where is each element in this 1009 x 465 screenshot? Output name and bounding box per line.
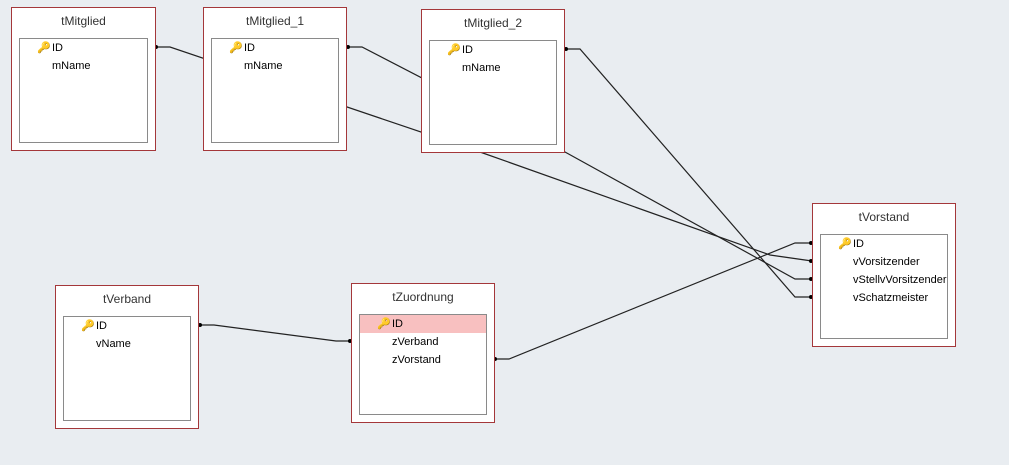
field-id[interactable]: 🔑ID [821,235,947,253]
field-label: ID [853,238,864,250]
field-id[interactable]: 🔑ID [360,315,486,333]
field-label: vVorsitzender [853,256,920,268]
field-zvorstand[interactable]: zVorstand [360,351,486,369]
field-label: vSchatzmeister [853,292,929,304]
field-label: zVerband [392,336,439,348]
field-vname[interactable]: vName [64,335,190,353]
table-tmitglied_1[interactable]: tMitglied_1 🔑ID mName [203,7,347,151]
relation-tmitglied1-stellv[interactable] [347,46,812,280]
field-list[interactable]: 🔑ID zVerband zVorstand [359,314,487,415]
field-mname[interactable]: mName [430,59,556,77]
field-vstellvvorsitzender[interactable]: vStellvVorsitzender [821,271,947,289]
table-tmitglied_2[interactable]: tMitglied_2 🔑ID mName [421,9,565,153]
field-id[interactable]: 🔑ID [64,317,190,335]
field-label: ID [392,318,403,330]
table-tmitglied[interactable]: tMitglied 🔑ID mName [11,7,156,151]
relation-zvorstand-tvorstand[interactable] [494,242,812,360]
field-list[interactable]: 🔑ID vVorsitzender vStellvVorsitzender vScha… [820,234,948,339]
field-label: ID [462,44,473,56]
field-label: ID [96,320,107,332]
field-id[interactable]: 🔑ID [430,41,556,59]
field-label: mName [462,62,501,74]
field-id[interactable]: 🔑ID [20,39,147,57]
table-tzuordnung[interactable]: tZuordnung 🔑ID zVerband zVorstand [351,283,495,423]
primary-key-icon: 🔑 [229,42,243,54]
field-vvorsitzender[interactable]: vVorsitzender [821,253,947,271]
field-label: vStellvVorsitzender [853,274,947,286]
field-list[interactable]: 🔑ID mName [211,38,339,143]
field-list[interactable]: 🔑ID mName [19,38,148,143]
field-label: ID [244,42,255,54]
table-tvorstand[interactable]: tVorstand 🔑ID vVorsitzender vStellvVorsitze… [812,203,956,347]
table-title[interactable]: tMitglied_1 [245,14,305,28]
field-label: mName [244,60,283,72]
table-title[interactable]: tZuordnung [392,290,454,304]
field-list[interactable]: 🔑ID vName [63,316,191,421]
field-list[interactable]: 🔑ID mName [429,40,557,145]
field-label: zVorstand [392,354,441,366]
relation-tmitglied2-schatzmeister[interactable] [565,48,812,298]
field-label: vName [96,338,131,350]
field-mname[interactable]: mName [20,57,147,75]
primary-key-icon: 🔑 [81,320,95,332]
primary-key-icon: 🔑 [838,238,852,250]
field-label: mName [52,60,91,72]
field-label: ID [52,42,63,54]
primary-key-icon: 🔑 [37,42,51,54]
table-tverband[interactable]: tVerband 🔑ID vName [55,285,199,429]
field-vschatzmeister[interactable]: vSchatzmeister [821,289,947,307]
field-mname[interactable]: mName [212,57,338,75]
table-title[interactable]: tVerband [102,292,152,306]
primary-key-icon: 🔑 [447,44,461,56]
field-id[interactable]: 🔑ID [212,39,338,57]
table-title[interactable]: tMitglied [61,14,106,28]
field-zverband[interactable]: zVerband [360,333,486,351]
table-title[interactable]: tVorstand [858,210,910,224]
primary-key-icon: 🔑 [377,318,391,330]
table-title[interactable]: tMitglied_2 [463,16,523,30]
relation-tverband-zverband[interactable] [199,324,351,342]
